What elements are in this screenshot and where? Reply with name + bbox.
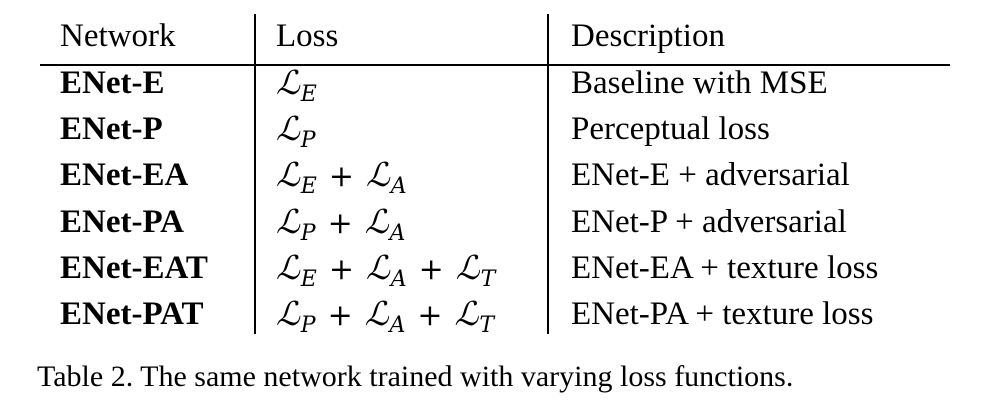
description: Perceptual loss xyxy=(571,111,770,148)
description: ENet-PA + texture loss xyxy=(571,295,874,332)
loss-symbol: ℒ xyxy=(276,155,300,195)
loss-formula: ℒE xyxy=(276,60,317,118)
plus-sign: + xyxy=(328,251,354,287)
description: ENet-E + adversarial xyxy=(571,157,850,194)
header-divider xyxy=(40,64,950,66)
loss-formula: ℒE+ℒA xyxy=(276,152,407,210)
loss-subscript: A xyxy=(390,174,407,200)
table-caption: Table 2. The same network trained with v… xyxy=(37,360,794,393)
loss-formula: ℒE+ℒA+ℒT xyxy=(276,245,495,303)
loss-subscript: E xyxy=(300,174,317,200)
loss-formula: ℒP+ℒA+ℒT xyxy=(276,291,494,349)
loss-subscript: P xyxy=(300,128,316,154)
table-header-row: Network Loss Description xyxy=(40,14,950,60)
network-name: ENet-PA xyxy=(60,203,185,240)
column-divider-1 xyxy=(254,14,256,334)
network-name: ENet-PAT xyxy=(60,295,204,332)
loss-subscript: P xyxy=(300,312,316,338)
loss-symbol: ℒ xyxy=(365,247,390,287)
loss-symbol: ℒ xyxy=(364,293,389,333)
network-name: ENet-EAT xyxy=(60,249,208,286)
loss-symbol: ℒ xyxy=(365,155,390,195)
loss-subscript: A xyxy=(389,312,406,338)
plus-sign: + xyxy=(417,297,443,333)
loss-subscript: T xyxy=(480,266,496,292)
loss-symbol: ℒ xyxy=(276,293,300,333)
network-name: ENet-EA xyxy=(60,157,189,194)
loss-symbol: ℒ xyxy=(276,201,300,241)
loss-formula: ℒP+ℒA xyxy=(276,199,405,257)
table-row: ENet-P ℒP Perceptual loss xyxy=(40,106,950,153)
plus-sign: + xyxy=(327,297,353,333)
network-name: ENet-P xyxy=(60,111,163,148)
loss-symbol: ℒ xyxy=(276,109,300,149)
loss-subscript: A xyxy=(389,220,406,246)
loss-formula: ℒP xyxy=(276,106,316,164)
header-loss: Loss xyxy=(276,18,339,54)
loss-subscript: A xyxy=(390,266,407,292)
column-divider-2 xyxy=(547,14,549,334)
description: Baseline with MSE xyxy=(571,65,828,101)
loss-subscript: T xyxy=(479,312,495,338)
loss-symbol: ℒ xyxy=(276,247,300,287)
loss-symbol: ℒ xyxy=(455,247,480,287)
plus-sign: + xyxy=(328,159,354,195)
loss-symbol: ℒ xyxy=(364,201,389,241)
network-name: ENet-E xyxy=(60,65,165,101)
loss-symbol: ℒ xyxy=(276,63,300,102)
header-network: Network xyxy=(60,18,176,54)
plus-sign: + xyxy=(418,251,444,287)
loss-subscript: P xyxy=(300,220,316,246)
table-row: ENet-E ℒE Baseline with MSE xyxy=(40,60,950,107)
loss-subscript: E xyxy=(300,266,317,292)
loss-subscript: E xyxy=(300,82,317,107)
plus-sign: + xyxy=(327,205,353,241)
description: ENet-P + adversarial xyxy=(571,203,847,240)
description: ENet-EA + texture loss xyxy=(571,249,879,286)
header-description: Description xyxy=(571,18,725,54)
loss-symbol: ℒ xyxy=(454,293,479,333)
